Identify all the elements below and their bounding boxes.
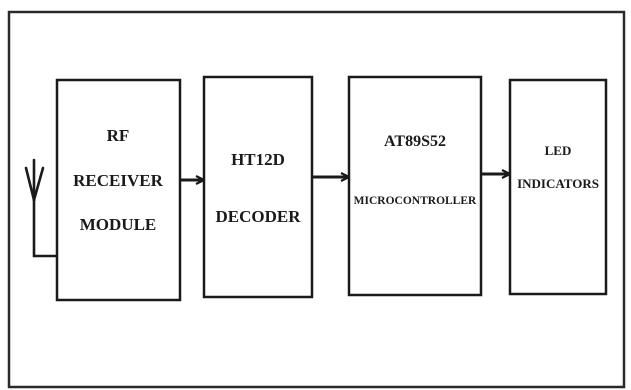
led-label-line-1: LED — [545, 143, 572, 158]
rf-receiver-label-line-1: RF — [107, 126, 130, 145]
diagram-frame — [7, 10, 626, 389]
decoder-label-line-2: DECODER — [215, 207, 301, 226]
rf-receiver-block: RF RECEIVER MODULE — [55, 78, 182, 302]
microcontroller-label-line-1: AT89S52 — [384, 133, 446, 150]
led-indicators-box — [508, 78, 608, 296]
rf-receiver-label-line-3: MODULE — [80, 215, 157, 234]
decoder-block: HT12D DECODER — [202, 75, 314, 299]
microcontroller-block: AT89S52 MICROCONTROLLER — [347, 75, 483, 297]
microcontroller-box — [347, 75, 483, 297]
led-label-line-2: INDICATORS — [517, 176, 599, 191]
rf-receiver-box — [55, 78, 182, 302]
antenna-icon — [24, 158, 59, 258]
led-indicators-block: LED INDICATORS — [508, 78, 608, 296]
rf-receiver-label-line-2: RECEIVER — [73, 171, 163, 190]
decoder-label-line-1: HT12D — [231, 150, 285, 169]
decoder-box — [202, 75, 314, 299]
microcontroller-label-line-2: MICROCONTROLLER — [354, 195, 477, 207]
